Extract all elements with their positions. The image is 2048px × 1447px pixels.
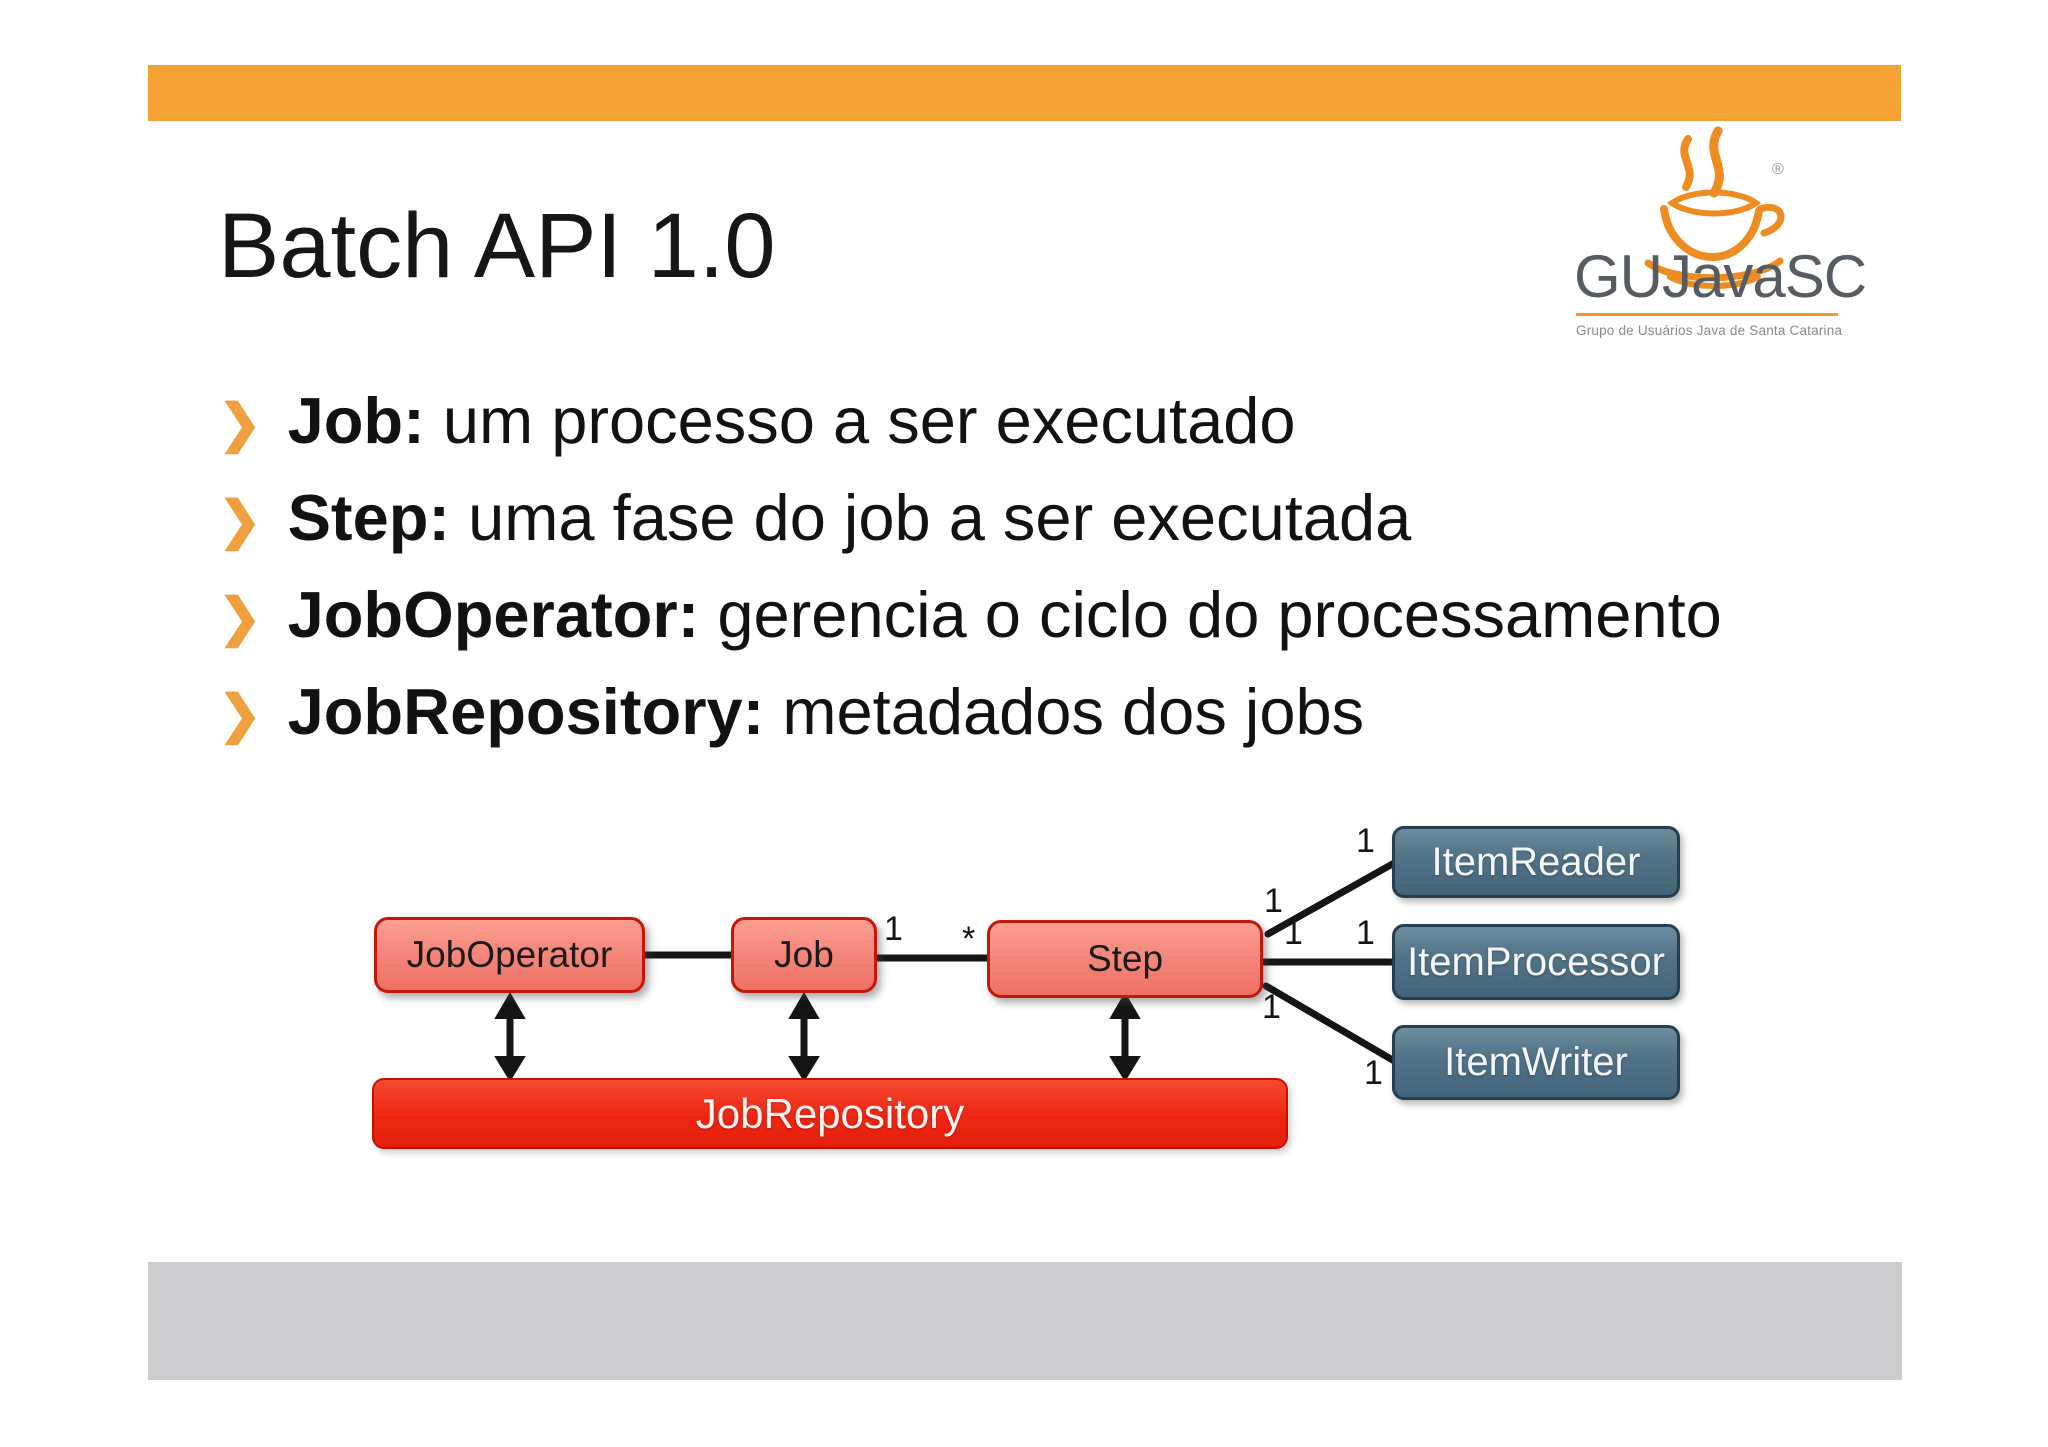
chevron-bullet-icon: ❯ [218, 589, 262, 647]
logo-underline [1576, 313, 1838, 316]
double-arrow [788, 992, 820, 1082]
double-arrow [1109, 992, 1141, 1082]
gujavasc-logo: ® GUJavaSC Grupo de Usuários Java de San… [1560, 125, 1890, 355]
multiplicity-label: 1 [1264, 882, 1283, 920]
chevron-bullet-icon: ❯ [218, 492, 262, 550]
bullet-text: um processo a ser executado [424, 384, 1296, 457]
chevron-bullet-icon: ❯ [218, 686, 262, 744]
bullet-text: uma fase do job a ser executada [450, 481, 1412, 554]
registered-trademark: ® [1772, 161, 1784, 178]
multiplicity-label: * [962, 920, 976, 958]
page-title: Batch API 1.0 [218, 195, 776, 297]
bullet-term: JobRepository: [287, 675, 765, 748]
node-jobrepository: JobRepository [372, 1078, 1288, 1149]
bullet-item: ❯Job: um processo a ser executado [218, 388, 1296, 459]
multiplicity-label: 1 [884, 910, 903, 948]
multiplicity-label: 1 [1262, 988, 1281, 1026]
multiplicity-label: 1 [1356, 914, 1375, 952]
node-job: Job [731, 917, 877, 993]
logo-subtitle: Grupo de Usuários Java de Santa Catarina [1576, 323, 1843, 338]
chevron-bullet-icon: ❯ [218, 395, 262, 453]
multiplicity-label: 1 [1356, 822, 1375, 860]
logo-text: GUJavaSC [1574, 243, 1867, 310]
bullet-term: Step: [287, 481, 451, 554]
footer-bar [148, 1262, 1902, 1380]
bullet-item: ❯Step: uma fase do job a ser executada [218, 485, 1411, 556]
coffee-cup-icon [1644, 126, 1785, 289]
bullet-term: Job: [287, 384, 425, 457]
multiplicity-label: 1 [1284, 914, 1303, 952]
bullet-item: ❯JobOperator: gerencia o ciclo do proces… [218, 582, 1722, 653]
node-itemreader: ItemReader [1392, 826, 1680, 898]
node-itemprocessor: ItemProcessor [1392, 924, 1680, 1000]
multiplicity-label: 1 [1364, 1054, 1383, 1092]
double-arrow [494, 992, 526, 1082]
bullet-item: ❯JobRepository: metadados dos jobs [218, 679, 1364, 750]
bullet-term: JobOperator: [287, 578, 700, 651]
top-accent-bar [148, 65, 1901, 121]
node-step: Step [987, 920, 1263, 998]
bullet-text: gerencia o ciclo do processamento [699, 578, 1722, 651]
bullet-text: metadados dos jobs [764, 675, 1365, 748]
node-itemwriter: ItemWriter [1392, 1025, 1680, 1100]
node-joboperator: JobOperator [374, 917, 645, 993]
